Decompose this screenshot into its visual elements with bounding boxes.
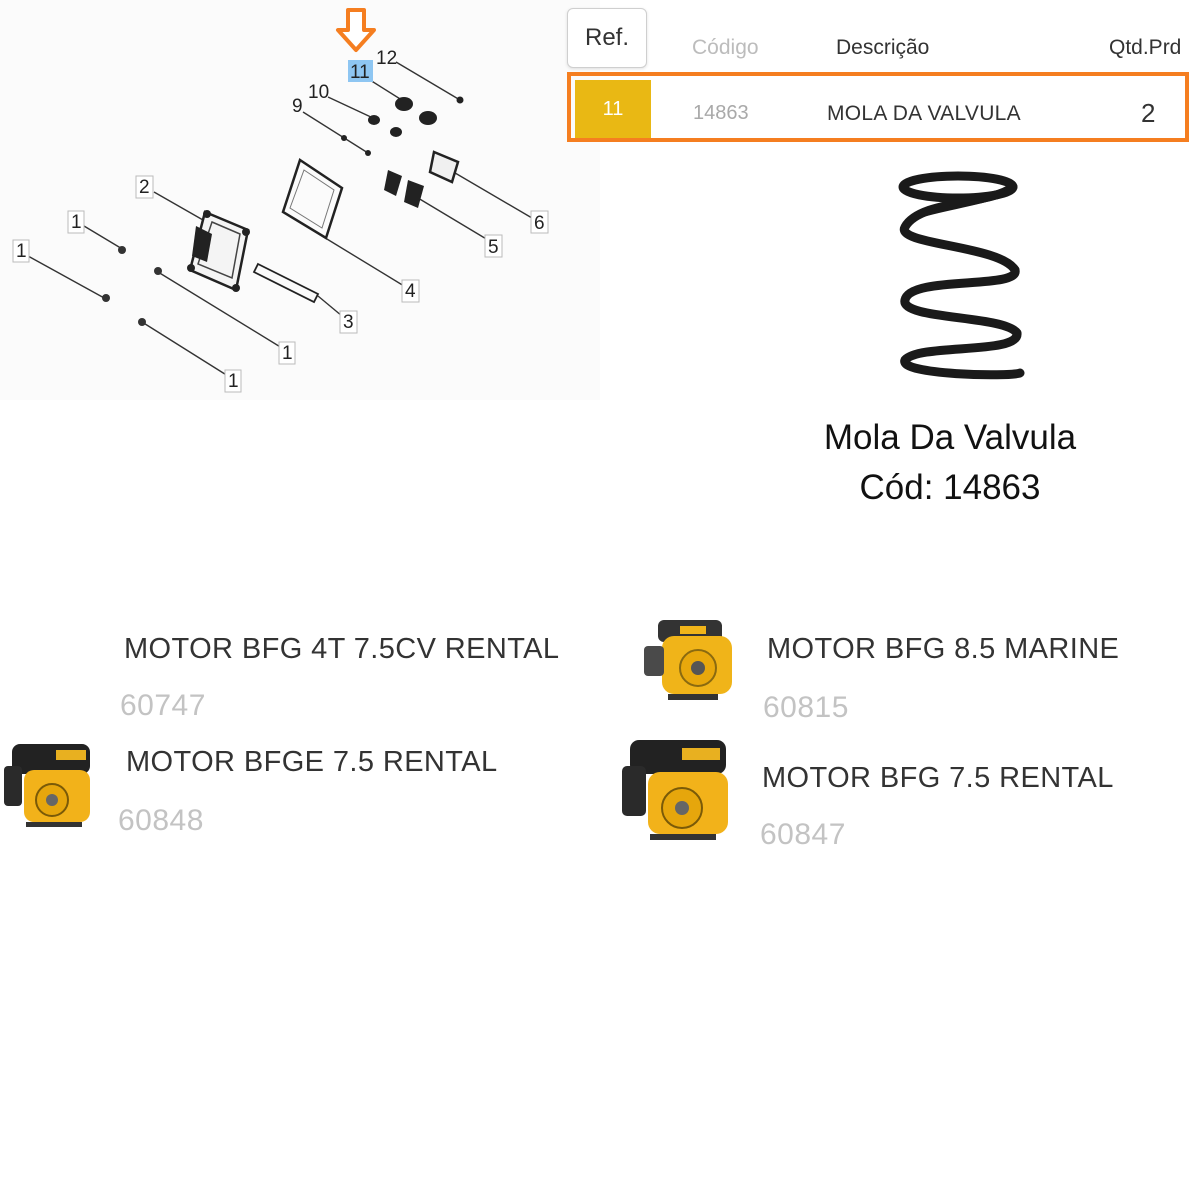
ref-label-1b[interactable]: 1 xyxy=(16,241,27,262)
engine-thumbnail-60848[interactable] xyxy=(2,738,102,830)
ref-box-4 xyxy=(401,279,420,303)
ref-box-2 xyxy=(135,175,154,199)
row-code-cell: 14863 xyxy=(693,102,749,124)
valve-spring-group xyxy=(341,96,464,156)
valve-pin-b xyxy=(341,135,347,141)
bolts-group xyxy=(102,246,162,326)
ref-column-header[interactable]: Ref. xyxy=(567,8,647,68)
ref-box-1b xyxy=(12,239,30,263)
engine-title-60847[interactable]: MOTOR BFG 7.5 RENTAL xyxy=(762,762,1114,794)
ref-label-4[interactable]: 4 xyxy=(405,281,416,302)
leader-line-1d xyxy=(141,321,229,377)
valve-spring-b xyxy=(419,111,437,125)
valve-spring-a xyxy=(395,97,413,111)
ref-label-1a[interactable]: 1 xyxy=(71,212,82,233)
row-ref-cell: 11 xyxy=(575,80,651,138)
engine-title-60848[interactable]: MOTOR BFGE 7.5 RENTAL xyxy=(126,746,498,778)
codigo-column-header[interactable]: Código xyxy=(692,36,759,59)
valve-pin xyxy=(365,150,371,156)
bolt-b xyxy=(102,294,110,302)
engine-code-60847: 60847 xyxy=(760,818,846,851)
ref-box-5 xyxy=(484,234,503,258)
diagram-svg: 12 11 10 9 2 1 1 6 5 4 3 1 1 xyxy=(12,8,549,393)
gasket-part xyxy=(281,158,344,240)
engine-code-60848: 60848 xyxy=(118,804,204,837)
qtd-column-header[interactable]: Qtd.Prd xyxy=(1109,36,1182,59)
bolt-d xyxy=(138,318,146,326)
arrow-down-icon xyxy=(336,8,376,52)
leader-line-5 xyxy=(417,197,489,241)
leader-line-1c xyxy=(157,271,283,349)
product-code: Cód: 14863 xyxy=(859,468,1041,507)
engine-title-60815[interactable]: MOTOR BFG 8.5 MARINE xyxy=(767,633,1120,665)
descricao-column-header[interactable]: Descrição xyxy=(836,36,930,59)
leader-line-3 xyxy=(317,295,343,317)
valve-cap xyxy=(368,115,380,125)
engine-code-60815: 60815 xyxy=(763,691,849,724)
valve-cap-b xyxy=(390,127,402,137)
leader-line-12 xyxy=(395,61,461,101)
ref-label-2[interactable]: 2 xyxy=(139,177,150,198)
ref-label-12[interactable]: 12 xyxy=(376,48,397,69)
push-rod-part xyxy=(252,262,320,304)
ref-box-6 xyxy=(530,210,549,234)
bolt-c xyxy=(154,267,162,275)
row-quantity-cell: 2 xyxy=(1141,98,1156,128)
engine-code-60747: 60747 xyxy=(120,689,206,722)
selected-part-row[interactable]: 11 14863 MOLA DA VALVULA 2 xyxy=(567,72,1189,142)
ref-label-10[interactable]: 10 xyxy=(308,82,329,103)
ref-label-9[interactable]: 9 xyxy=(292,96,303,117)
ref-box-3 xyxy=(339,310,358,334)
plate-part xyxy=(428,150,460,184)
ref-label-1c[interactable]: 1 xyxy=(282,343,293,364)
engine-thumbnail-60815[interactable] xyxy=(640,612,740,704)
ref-label-1d[interactable]: 1 xyxy=(228,371,239,392)
rocker-cover-part xyxy=(187,210,250,292)
leader-line-9 xyxy=(302,111,369,154)
ref-label-3[interactable]: 3 xyxy=(343,312,354,333)
exploded-parts-diagram: 12 11 10 9 2 1 1 6 5 4 3 1 1 xyxy=(0,0,600,400)
leader-line-6 xyxy=(449,169,533,219)
product-name: Mola Da Valvula xyxy=(823,418,1077,457)
ref-box-1c xyxy=(278,341,296,365)
row-description-cell: MOLA DA VALVULA xyxy=(827,102,1021,125)
valve-keeper xyxy=(456,96,464,104)
ref-label-5[interactable]: 5 xyxy=(488,237,499,258)
engine-title-60747[interactable]: MOTOR BFG 4T 7.5CV RENTAL xyxy=(124,633,560,665)
leader-line-2 xyxy=(153,191,211,225)
ref-box-1a xyxy=(67,210,85,234)
ref-label-6[interactable]: 6 xyxy=(534,213,545,234)
rocker-arms-part xyxy=(384,170,424,208)
leader-line-4 xyxy=(321,235,405,287)
ref-label-11[interactable]: 11 xyxy=(350,62,370,83)
spring-icon xyxy=(898,171,1025,380)
ref-box-1d xyxy=(224,369,242,393)
ref-label-11-highlight xyxy=(348,60,373,82)
leader-line-10 xyxy=(327,96,374,119)
leader-line-1a xyxy=(83,225,125,251)
engine-thumbnail-60847[interactable] xyxy=(620,734,738,844)
bolt-a xyxy=(118,246,126,254)
gasket-inner-edge xyxy=(289,169,335,229)
leader-line-1b xyxy=(27,255,107,300)
